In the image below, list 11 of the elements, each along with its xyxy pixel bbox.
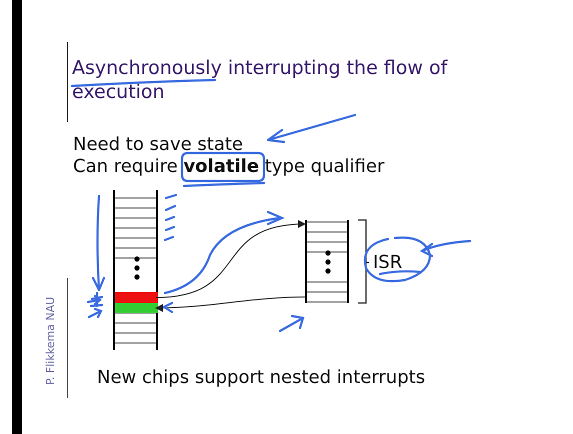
stack-cell (115, 303, 158, 313)
arrow (155, 296, 306, 312)
bullet-text: Can require volatile type qualifier (73, 156, 384, 178)
slide-title: Asynchronously interrupting the flow of execution (72, 56, 449, 104)
bracket-label: ISR (373, 252, 402, 274)
arrow (156, 220, 306, 298)
stack-cell (115, 292, 158, 303)
author-credit: P. Flikkema NAU (44, 296, 58, 385)
bullet-text: New chips support nested interrupts (97, 367, 426, 389)
bullet-text: Need to save state (73, 134, 244, 156)
memory-stack (305, 220, 349, 303)
